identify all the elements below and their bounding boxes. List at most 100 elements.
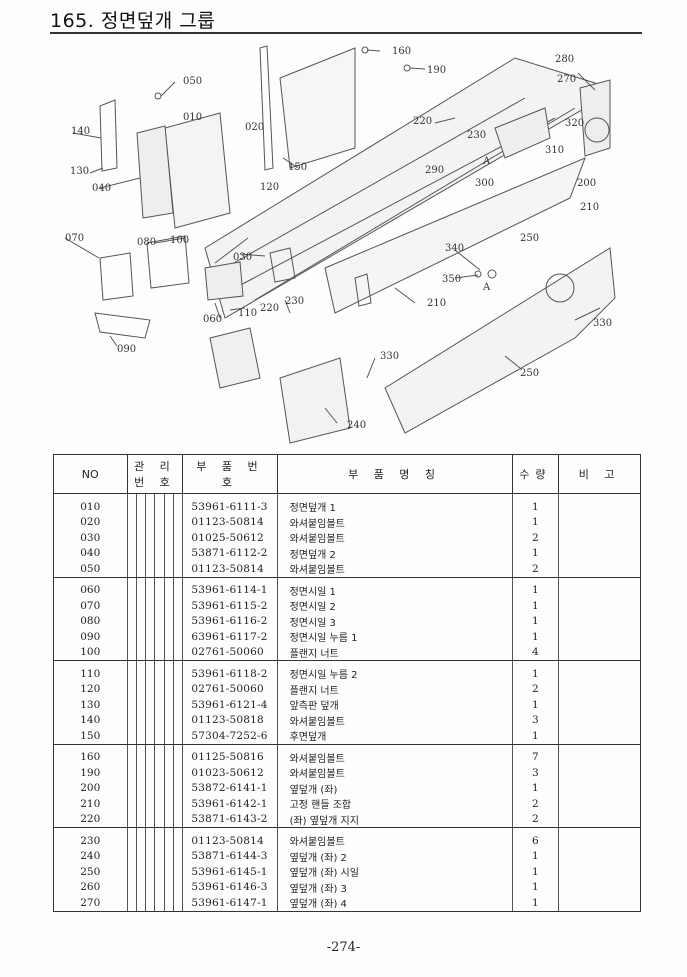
cell-part-no: 53961-6118-2	[182, 660, 278, 682]
cell-part-name: 와셔붙임볼트	[276, 514, 513, 530]
cell-management	[126, 644, 137, 661]
title-rule	[50, 32, 642, 34]
cell-management	[154, 864, 165, 880]
cell-qty: 6	[511, 827, 559, 849]
cell-no: 100	[53, 644, 127, 661]
header-part-name: 부 품 명 칭	[276, 454, 513, 494]
cell-management	[135, 613, 146, 629]
cell-qty: 1	[511, 493, 559, 515]
cell-management	[163, 765, 174, 781]
svg-text:090: 090	[117, 344, 136, 355]
cell-qty: 1	[511, 660, 559, 682]
cell-qty: 1	[511, 598, 559, 614]
cell-management	[163, 598, 174, 614]
cell-management	[126, 811, 137, 828]
cell-qty: 1	[511, 848, 559, 864]
cell-management	[145, 895, 155, 912]
cell-part-name: 와셔붙임볼트	[276, 530, 513, 546]
cell-management	[163, 712, 174, 728]
cell-management	[163, 629, 174, 645]
cell-remark	[558, 545, 641, 561]
cell-part-no: 01123-50814	[182, 561, 278, 578]
cell-no: 030	[80, 531, 101, 544]
cell-management	[173, 577, 183, 598]
cell-part-name: (좌) 옆덮개 지지	[276, 811, 513, 828]
cell-no: 050	[53, 561, 127, 578]
cell-part-no: 01123-50814	[182, 514, 278, 530]
cell-qty: 2	[511, 796, 559, 812]
cell-management	[173, 765, 183, 781]
cell-qty: 2	[511, 561, 559, 578]
cell-part-name: 정면덮개 2	[276, 545, 513, 561]
cell-management	[135, 577, 146, 598]
cell-management	[173, 796, 183, 812]
cell-management	[154, 598, 165, 614]
cell-remark	[558, 796, 641, 812]
cell-part-no: 53871-6112-2	[182, 545, 278, 561]
cell-part-no: 01025-50612	[182, 530, 278, 546]
cell-qty: 2	[511, 530, 559, 546]
cell-management	[173, 493, 183, 515]
cell-management	[126, 895, 137, 912]
cell-management	[173, 629, 183, 645]
cell-management	[163, 493, 174, 515]
cell-management	[145, 864, 155, 880]
cell-management	[163, 644, 174, 661]
cell-part-name: 후면덮개	[276, 728, 513, 745]
cell-management	[163, 660, 174, 682]
cell-remark	[558, 848, 641, 864]
cell-management	[163, 514, 174, 530]
svg-text:130: 130	[70, 166, 89, 177]
cell-management	[126, 681, 137, 697]
cell-management	[163, 530, 174, 546]
cell-part-name: 정면시일 1	[276, 577, 513, 598]
cell-qty: 4	[511, 644, 559, 661]
cell-qty: 1	[511, 577, 559, 598]
cell-no: 230	[80, 834, 101, 847]
svg-text:070: 070	[65, 233, 84, 244]
cell-qty: 1	[511, 864, 559, 880]
svg-text:080: 080	[137, 237, 156, 248]
cell-management	[173, 644, 183, 661]
cell-management	[154, 765, 165, 781]
cell-remark	[558, 712, 641, 728]
cell-management	[154, 712, 165, 728]
cell-no: 010	[80, 500, 101, 513]
cell-remark	[558, 598, 641, 614]
cell-management	[126, 561, 137, 578]
header-remark: 비 고	[558, 454, 641, 494]
cell-management	[135, 796, 146, 812]
cell-management	[173, 681, 183, 697]
cell-part-no: 01023-50612	[182, 765, 278, 781]
cell-management	[126, 545, 137, 561]
cell-management	[135, 530, 146, 546]
cell-management	[126, 493, 137, 515]
cell-management	[154, 848, 165, 864]
cell-management	[145, 629, 155, 645]
svg-text:160: 160	[392, 46, 411, 57]
cell-management	[145, 796, 155, 812]
cell-no: 160	[80, 751, 101, 764]
cell-management	[135, 681, 146, 697]
table-header-row: NO 관 리 번 호 부 품 번 호 부 품 명 칭 수량 비 고	[53, 454, 641, 494]
cell-qty: 2	[511, 811, 559, 828]
cell-no: 250	[80, 865, 101, 878]
cell-part-name: 플랜지 너트	[276, 644, 513, 661]
svg-text:230: 230	[285, 296, 304, 307]
svg-text:110: 110	[238, 308, 257, 319]
cell-management	[126, 728, 137, 745]
cell-management	[135, 765, 146, 781]
cell-management	[145, 660, 155, 682]
header-no: NO	[53, 454, 127, 494]
cell-management	[126, 864, 137, 880]
cell-management	[173, 697, 183, 713]
cell-management	[126, 613, 137, 629]
